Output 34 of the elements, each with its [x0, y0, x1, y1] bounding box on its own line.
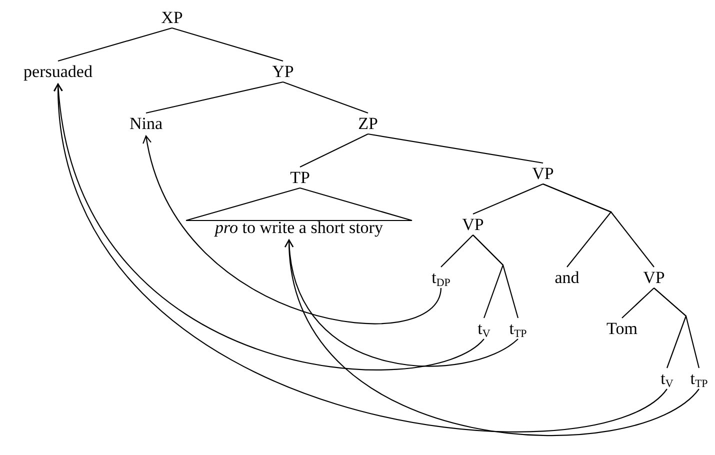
tree-node-label: VP — [462, 216, 484, 234]
tree-branch — [654, 288, 700, 368]
tree-node-label: persuaded — [24, 63, 92, 81]
tree-node-label: t$_{DP}$ — [432, 269, 450, 287]
tree-node-label: t$_{TP}$ — [690, 370, 708, 388]
tree-node-label: VP — [643, 269, 665, 287]
movement-arrow — [285, 239, 700, 436]
movement-arrow — [143, 135, 442, 324]
tree-node-label: Nina — [129, 115, 163, 133]
tree-node-label: XP — [161, 9, 183, 27]
tree-branch — [146, 81, 284, 114]
movement-arrow — [54, 83, 484, 370]
tree-node-label: and — [554, 269, 580, 287]
tree-branch — [472, 184, 544, 214]
tree-node-label: ZP — [358, 115, 378, 133]
tree-node-label: t$_{V}$ — [478, 320, 490, 338]
constituent-triangle — [185, 187, 413, 222]
tree-branch — [58, 27, 172, 62]
tree-branch — [622, 288, 654, 318]
tree-node-label: t$_{V}$ — [660, 370, 674, 388]
tree-branch — [472, 234, 519, 318]
tree-node-label: pro to write a short story — [185, 219, 413, 237]
movement-arrow — [54, 83, 668, 432]
tree-node-label: TP — [290, 169, 310, 187]
tree-branch — [300, 134, 368, 168]
tree-node-label: t$_{TP}$ — [509, 320, 527, 338]
tree-branch — [368, 133, 544, 164]
tree-branch — [172, 27, 284, 62]
tree-branch — [440, 234, 474, 268]
tree-node-label: YP — [272, 63, 294, 81]
tree-node-label: Tom — [606, 320, 638, 338]
tree-node-label: VP — [532, 165, 554, 183]
tree-branch — [542, 184, 654, 268]
tree-branch — [282, 81, 368, 114]
